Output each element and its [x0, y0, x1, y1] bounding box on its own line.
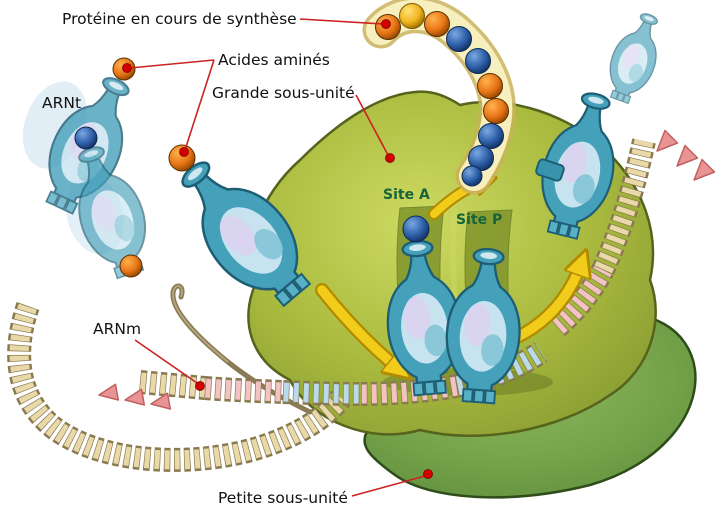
label-amino-acids: Acides aminés	[218, 51, 330, 69]
label-trna: ARNt	[42, 94, 81, 112]
label-line-amino-1	[129, 59, 215, 69]
mrna-run-pink1-teeth	[204, 378, 284, 402]
label-dot-protein	[381, 19, 391, 29]
mrna-loop-segment	[7, 302, 351, 472]
mrna-direction-triangle	[124, 388, 146, 406]
label-dot-mrna	[195, 381, 205, 391]
protein-residue-blue	[478, 123, 504, 149]
mrna-direction-triangles-right	[656, 129, 716, 181]
protein-residue-blue	[468, 145, 494, 171]
trna-faded-top-right	[598, 6, 672, 109]
label-line-protein	[299, 18, 384, 25]
protein-residue-orange	[424, 11, 450, 37]
mrna-rope-highlight	[172, 285, 229, 363]
protein-residue-blue	[465, 48, 491, 74]
site-a-label: Site A	[383, 187, 430, 203]
amino-acid-ball-blue-incoming	[402, 215, 430, 243]
mrna-cleft-blue-teeth	[455, 344, 547, 396]
mrna-run-blue1-teeth	[282, 382, 362, 404]
label-mrna: ARNm	[93, 320, 141, 338]
amino-acid-ball-orange	[119, 254, 143, 278]
label-line-large-subunit	[355, 94, 389, 156]
mrna-direction-triangle	[98, 383, 120, 401]
label-dot-amino-2	[179, 147, 189, 157]
annotation-lines	[129, 18, 426, 497]
protein-residue-blue	[461, 165, 483, 187]
mrna-direction-triangle	[676, 144, 699, 167]
label-line-small-subunit	[351, 475, 426, 497]
mrna-loop-teeth	[9, 302, 349, 470]
trna-fragment	[535, 158, 565, 182]
label-dot-amino-1	[122, 63, 132, 73]
site-p-label: Site P	[456, 212, 502, 228]
protein-residue-blue	[446, 26, 472, 52]
label-dot-large-subunit	[385, 153, 395, 163]
label-protein: Protéine en cours de synthèse	[62, 10, 297, 28]
mrna-exit-segment	[549, 138, 656, 337]
arrow-down	[317, 285, 400, 370]
free-trna-cluster	[22, 57, 161, 285]
protein-residue-yellow	[399, 3, 425, 29]
mrna-direction-triangles-left	[98, 383, 172, 410]
label-line-amino-2	[184, 59, 215, 151]
label-large-subunit: Grande sous-unité	[212, 84, 355, 102]
annotation-dots	[122, 19, 433, 479]
label-line-mrna	[134, 339, 198, 384]
mrna-direction-triangle	[693, 158, 716, 181]
protein-residue-orange	[483, 98, 509, 124]
mrna-run-cream-teeth	[139, 372, 206, 398]
mrna-exit-cream-teeth	[594, 139, 654, 274]
protein-residue-orange	[477, 73, 503, 99]
label-dot-small-subunit	[423, 469, 433, 479]
protein-chain	[362, 0, 516, 195]
mrna-direction-triangle	[656, 129, 679, 152]
mrna-run-segment	[138, 341, 548, 406]
label-small-subunit: Petite sous-unité	[218, 489, 348, 507]
mrna-direction-triangle	[150, 392, 172, 410]
amino-acid-ball-blue	[74, 126, 98, 150]
